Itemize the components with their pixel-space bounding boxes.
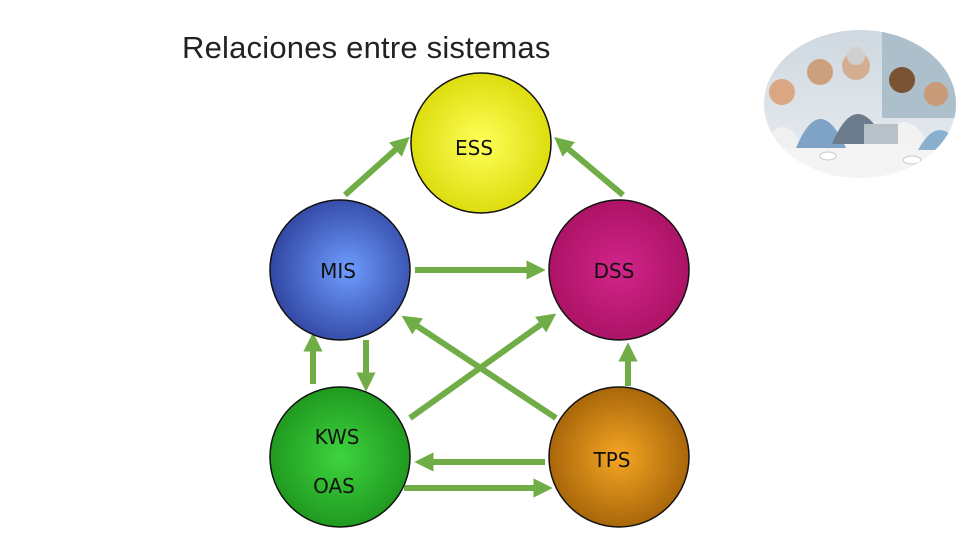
node-tps: TPS: [548, 386, 690, 528]
arrow-dss-to-ess: [554, 137, 625, 198]
node-mis: MIS: [269, 199, 411, 341]
node-ess: ESS: [410, 72, 552, 214]
node-ess-label: ESS: [455, 136, 493, 160]
arrow-mis-to-ess: [342, 136, 410, 198]
node-oas-label: OAS: [313, 474, 355, 498]
arrow-kws-to-dss: [408, 313, 557, 421]
business-meeting-photo: [764, 30, 956, 178]
node-dss-label: DSS: [594, 259, 635, 283]
node-kws-label: KWS: [315, 425, 360, 449]
node-tps-label: TPS: [593, 448, 631, 472]
node-dss: DSS: [548, 199, 690, 341]
slide-title: Relaciones entre sistemas: [182, 30, 551, 65]
node-kws-oas: KWS OAS: [269, 386, 411, 528]
node-mis-label: MIS: [320, 259, 356, 283]
